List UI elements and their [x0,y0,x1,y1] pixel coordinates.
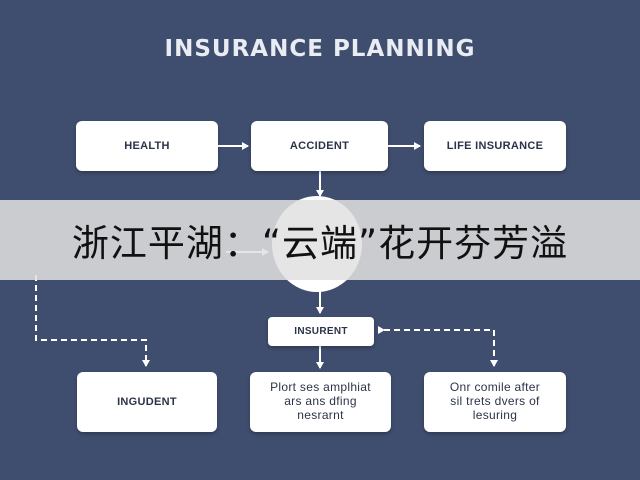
dashed-arrow-ingudent [35,275,150,367]
caption-text: 浙江平湖：“云端”花开芬芳溢 [71,222,569,265]
node-insurent: INSURENT [268,317,374,346]
node-plan-note: Plort ses amplhiat ars ans dfing nesrarn… [250,372,391,432]
caption-banner: 浙江平湖：“云端”花开芬芳溢 [0,200,640,280]
diagram-title: INSURANCE PLANNING [164,36,476,62]
node-health: HEALTH [76,121,218,171]
node-ingudent: INGUDENT [77,372,217,432]
dashed-arrow-coverage [378,326,498,367]
node-accident: ACCIDENT [251,121,388,171]
node-life-insurance: LIFE INSURANCE [424,121,566,171]
node-coverage-note: Onr comile after sil trets dvers of lesu… [424,372,566,432]
